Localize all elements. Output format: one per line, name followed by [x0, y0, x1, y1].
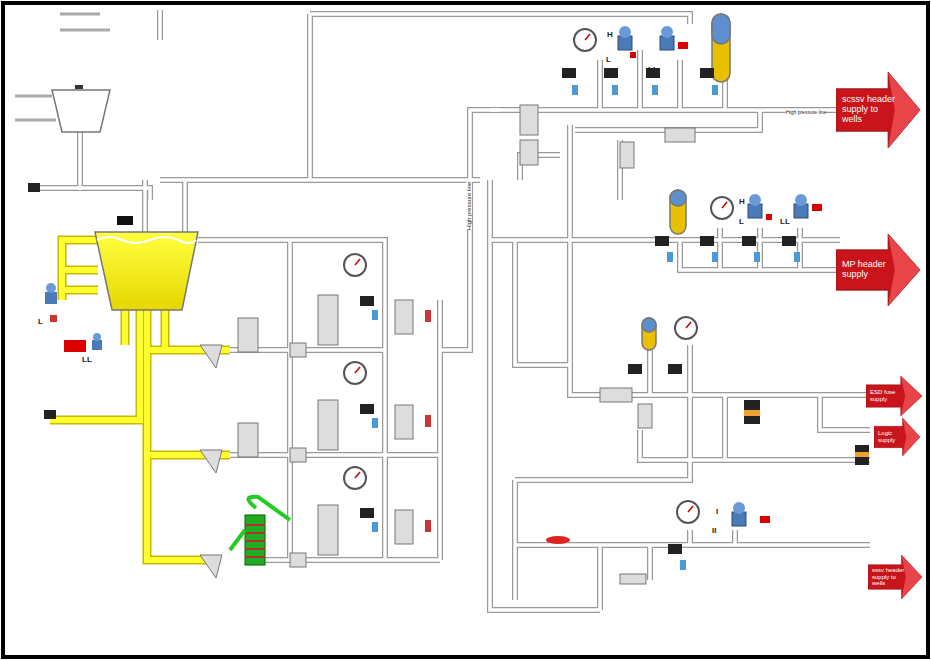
supply-label: Logic supply — [878, 430, 908, 443]
level-tag: L — [739, 218, 744, 226]
level-tag: H — [607, 31, 613, 39]
line-label: High pressure line — [466, 182, 472, 230]
level-tag: LL — [648, 66, 658, 74]
level-tag: High pressure line — [786, 110, 826, 115]
supply-label: sssv header supply to wells — [872, 567, 908, 587]
level-tag: LL — [780, 218, 790, 226]
level-tag: L — [606, 56, 611, 64]
level-tag: H — [739, 198, 745, 206]
supply-arrow: ESD fuse supply — [866, 376, 922, 416]
supply-arrow: MP header supply — [836, 234, 920, 306]
level-tag: I — [716, 508, 718, 516]
supply-label: ESD fuse supply — [870, 389, 906, 402]
supply-arrow: scssv header supply to wells — [836, 72, 920, 148]
supply-label: MP header supply — [842, 260, 900, 280]
supply-label: scssv header supply to wells — [842, 95, 900, 125]
supply-arrow: sssv header supply to wells — [868, 555, 922, 599]
level-tag: II — [712, 527, 716, 535]
supply-arrow: Logic supply — [874, 418, 920, 456]
level-tag: L — [38, 318, 43, 326]
level-tag: LL — [82, 356, 92, 364]
